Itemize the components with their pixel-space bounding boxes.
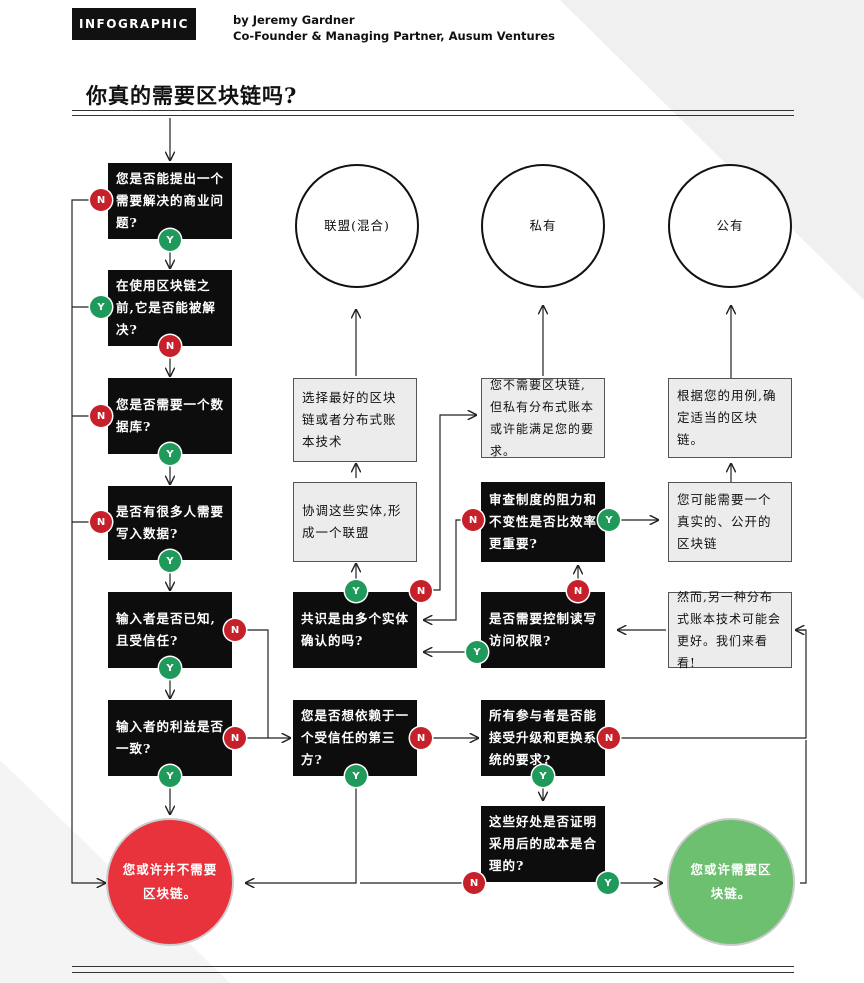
yes-badge: Y (159, 229, 181, 251)
note-use-case-text: 根据您的用例,确定适当的区块链。 (677, 388, 777, 447)
question-censorship-resistance-text: 审查制度的阻力和不变性是否比效率更重要? (489, 492, 598, 551)
no-badge: N (598, 727, 620, 749)
question-business-problem: 您是否能提出一个需要解决的商业问题? (108, 163, 232, 239)
question-many-writers-text: 是否有很多人需要写入数据? (116, 504, 225, 541)
question-access-control-text: 是否需要控制读写访问权限? (489, 611, 598, 648)
yes-badge: Y (597, 872, 619, 894)
question-writers-trusted-text: 输入者是否已知,且受信任? (116, 611, 216, 648)
question-need-database: 您是否需要一个数据库? (108, 378, 232, 454)
no-badge: N (462, 509, 484, 531)
question-need-database-text: 您是否需要一个数据库? (116, 397, 225, 434)
outcome-consortium-label: 联盟(混合) (324, 218, 390, 233)
outcome-public-label: 公有 (716, 218, 744, 233)
outcome-no-blockchain-label: 您或许并不需要区块链。 (122, 862, 218, 901)
yes-badge: Y (90, 296, 112, 318)
byline: by Jeremy Gardner Co-Founder & Managing … (233, 12, 555, 44)
question-solvable-without: 在使用区块链之前,它是否能被解决? (108, 270, 232, 346)
outcome-public: 公有 (668, 164, 792, 288)
author-title: Co-Founder & Managing Partner, Ausum Ven… (233, 29, 556, 43)
note-other-ledger: 然而,另一种分布式账本技术可能会更好。我们来看看! (668, 590, 792, 670)
question-accept-upgrades-text: 所有参与者是否能接受升级和更换系统的要求? (489, 708, 598, 767)
no-badge: N (410, 727, 432, 749)
question-access-control: 是否需要控制读写访问权限? (481, 592, 605, 668)
outcome-private: 私有 (481, 164, 605, 288)
outcome-need-blockchain-label: 您或许需要区块链。 (690, 862, 772, 901)
question-business-problem-text: 您是否能提出一个需要解决的商业问题? (116, 171, 225, 230)
no-badge: N (410, 580, 432, 602)
page-title: 你真的需要区块链吗? (86, 83, 298, 108)
question-cost-justified: 这些好处是否证明采用后的成本是合理的? (481, 806, 605, 882)
yes-badge: Y (159, 550, 181, 572)
no-badge: N (463, 872, 485, 894)
note-form-consortium-text: 协调这些实体,形成一个联盟 (302, 503, 402, 540)
footer-rule-top (72, 966, 794, 967)
no-badge: N (224, 619, 246, 641)
yes-badge: Y (598, 509, 620, 531)
title-rule-top (72, 110, 794, 111)
note-form-consortium: 协调这些实体,形成一个联盟 (293, 482, 417, 562)
yes-badge: Y (159, 443, 181, 465)
yes-badge: Y (159, 657, 181, 679)
question-multi-entity-consensus-text: 共识是由多个实体确认的吗? (301, 611, 410, 648)
outcome-no-blockchain: 您或许并不需要区块链。 (106, 818, 234, 946)
note-choose-best-ledger-text: 选择最好的区块链或者分布式账本技术 (302, 390, 397, 449)
yes-badge: Y (466, 641, 488, 663)
note-use-case: 根据您的用例,确定适当的区块链。 (668, 378, 792, 458)
note-private-ledger-text: 您不需要区块链,但私有分布式账本或许能满足您的要求。 (490, 378, 595, 458)
yes-badge: Y (532, 765, 554, 787)
yes-badge: Y (159, 765, 181, 787)
infographic-tag: INFOGRAPHIC (72, 8, 196, 40)
outcome-consortium: 联盟(混合) (295, 164, 419, 288)
question-interests-aligned: 输入者的利益是否一致? (108, 700, 232, 776)
question-trusted-third-party-text: 您是否想依赖于一个受信任的第三方? (301, 708, 410, 767)
note-other-ledger-text: 然而,另一种分布式账本技术可能会更好。我们来看看! (677, 590, 782, 670)
note-public-blockchain-text: 您可能需要一个真实的、公开的区块链 (677, 492, 772, 551)
author-name: by Jeremy Gardner (233, 13, 355, 27)
no-badge: N (90, 189, 112, 211)
no-badge: N (90, 511, 112, 533)
footer-rule-bottom (72, 972, 794, 973)
note-private-ledger: 您不需要区块链,但私有分布式账本或许能满足您的要求。 (481, 378, 605, 458)
question-writers-trusted: 输入者是否已知,且受信任? (108, 592, 232, 668)
question-accept-upgrades: 所有参与者是否能接受升级和更换系统的要求? (481, 700, 605, 776)
outcome-private-label: 私有 (529, 218, 557, 233)
question-many-writers: 是否有很多人需要写入数据? (108, 486, 232, 560)
outcome-need-blockchain: 您或许需要区块链。 (667, 818, 795, 946)
note-choose-best-ledger: 选择最好的区块链或者分布式账本技术 (293, 378, 417, 462)
question-trusted-third-party: 您是否想依赖于一个受信任的第三方? (293, 700, 417, 776)
question-censorship-resistance: 审查制度的阻力和不变性是否比效率更重要? (481, 482, 605, 562)
no-badge: N (90, 405, 112, 427)
question-solvable-without-text: 在使用区块链之前,它是否能被解决? (116, 278, 216, 337)
no-badge: N (567, 580, 589, 602)
yes-badge: Y (345, 765, 367, 787)
no-badge: N (159, 335, 181, 357)
question-cost-justified-text: 这些好处是否证明采用后的成本是合理的? (489, 814, 598, 873)
note-public-blockchain: 您可能需要一个真实的、公开的区块链 (668, 482, 792, 562)
question-interests-aligned-text: 输入者的利益是否一致? (116, 719, 225, 756)
question-multi-entity-consensus: 共识是由多个实体确认的吗? (293, 592, 417, 668)
yes-badge: Y (345, 580, 367, 602)
no-badge: N (224, 727, 246, 749)
title-rule-bottom (72, 115, 794, 116)
